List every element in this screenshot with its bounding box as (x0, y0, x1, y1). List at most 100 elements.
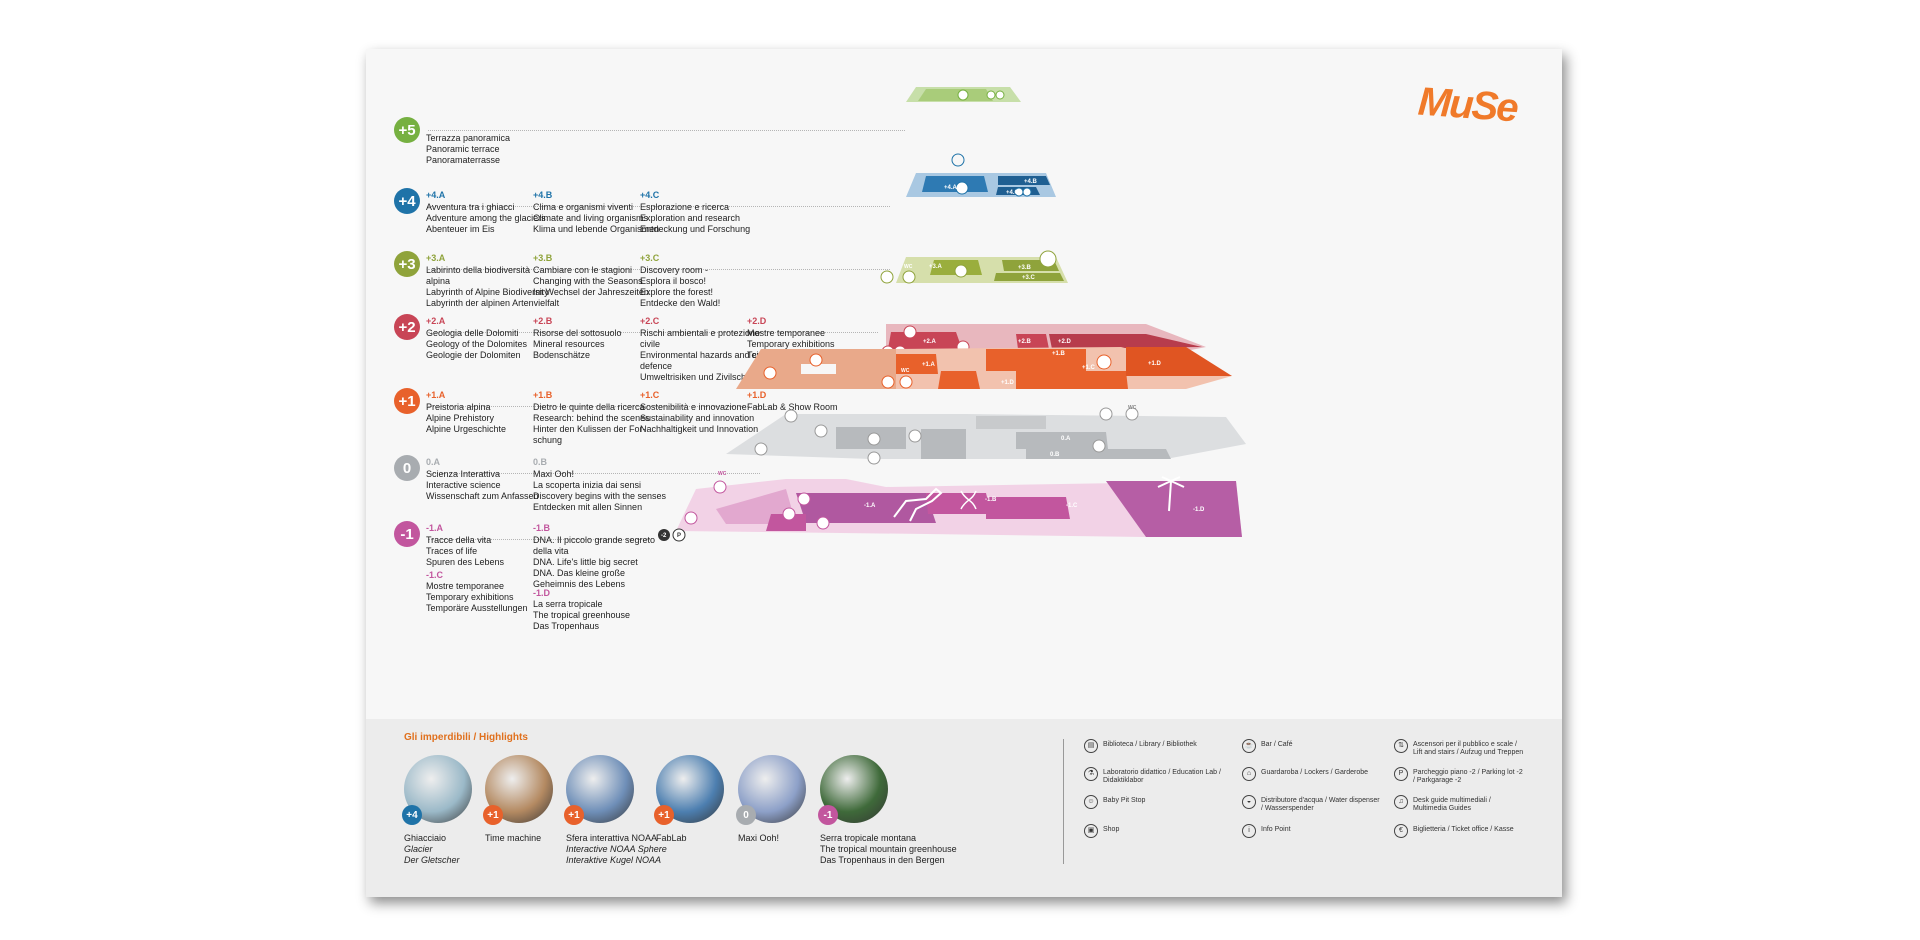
highlight-floor-badge: +1 (483, 805, 503, 825)
section-line: Mostre temporanee (426, 581, 505, 591)
map-label-1a: +1.A (922, 362, 936, 368)
legend-text: Biblioteca / Library / Bibliothek (1103, 741, 1197, 748)
map-label-1d: +1.D (1148, 361, 1162, 367)
floor-plan-p0: 0.A 0.B WC (726, 405, 1246, 465)
map-label-m1d: -1.D (1193, 507, 1205, 513)
floor-leader-line (428, 130, 905, 131)
floor-leader-line (428, 539, 650, 540)
floor-badge: +2 (394, 314, 420, 340)
map-label-parking: P (677, 533, 681, 539)
parking-icon: P (1394, 767, 1408, 781)
map-label-wc1: WC (901, 368, 910, 374)
section-label: +3.B (533, 253, 553, 263)
section-line: Panoramic terrace (426, 144, 500, 154)
section-line: Tracce della vita (426, 535, 492, 545)
highlight-photo: +4 (402, 755, 472, 825)
section-line: DNA. Life's little big secret (533, 557, 638, 567)
section-line: Clima e organismi viventi (533, 202, 634, 212)
section-line: La serra tropicale (533, 599, 603, 609)
map-label-1c: +1.C (1082, 365, 1096, 371)
section-line: Research: behind the scenes (533, 413, 650, 423)
floor-leader-line (428, 269, 890, 270)
floor-badge: +5 (394, 117, 420, 143)
legend-text: Desk guide multimediali / Multimedia Gui… (1413, 797, 1491, 812)
map-label-parking-level: -2 (661, 533, 667, 539)
highlight-caption-line: Glacier (404, 844, 433, 854)
section-line: Bodenschätze (533, 350, 591, 360)
legend-item: €Biglietteria / Ticket office / Kasse (1394, 824, 1524, 838)
section-line: Avventura tra i ghiacci (426, 202, 515, 212)
section-line: Labyrinth of Alpine Biodiversity (426, 287, 549, 297)
section-line: Sustainability and innovation (640, 413, 755, 423)
section-line: Dietro le quinte della ricerca (533, 402, 645, 412)
map-label-3b: +3.B (1018, 265, 1032, 271)
lab-icon: ⚗ (1084, 767, 1098, 781)
section-line: alpina (426, 276, 451, 286)
section-line: Cambiare con le stagioni (533, 265, 633, 275)
floor-leader-line (428, 406, 770, 407)
section-line: La scoperta inizia dai sensi (533, 480, 642, 490)
section-line: Mostre temporanee (747, 328, 826, 338)
section-label: +3.C (640, 253, 660, 263)
legend-text: Info Point (1261, 826, 1291, 833)
section-line: Terrazza panoramica (426, 133, 511, 143)
section-line: Discovery room - (640, 265, 709, 275)
legend-divider (1063, 739, 1064, 864)
highlight-caption-line: FabLab (656, 833, 687, 843)
section-line: defence (640, 361, 673, 371)
floor-leader-line (428, 473, 760, 474)
section-label: 0.A (426, 457, 441, 467)
section-line: Alpine Urgeschichte (426, 424, 507, 434)
floor-plan-p1: WC +1.A +1.B +1.C +1.D +1.D (736, 347, 1232, 389)
highlight-photo: +1 (654, 755, 724, 825)
section-line: Temporary exhibitions (426, 592, 514, 602)
section-line: della vita (533, 546, 569, 556)
section-line: Scienza Interattiva (426, 469, 501, 479)
map-label-m1b: -1.B (985, 497, 997, 503)
palm-tree-icon (1157, 476, 1185, 512)
map-label-3a: +3.A (929, 264, 943, 270)
floor-leader-line (428, 206, 890, 207)
floor-map: +4.A +4.B +4.C WC +3.A +3.B +3.C (658, 87, 1246, 542)
legend-text: Laboratorio didattico / Education Lab / … (1103, 769, 1221, 784)
section-label: +3.A (426, 253, 446, 263)
section-line: Esplora il bosco! (640, 276, 707, 286)
highlight-caption-line: Ghiacciaio (404, 833, 447, 843)
legend-text: Shop (1103, 826, 1120, 833)
section-label: +4.B (533, 190, 553, 200)
section-line: schung (533, 435, 563, 445)
section-line: Hinter den Kulissen der For- (533, 424, 646, 434)
section-label: +1.A (426, 390, 446, 400)
section-line: Geologie der Dolomiten (426, 350, 521, 360)
map-label-4b: +4.B (1024, 179, 1038, 185)
legend-text: Distributore d'acqua / Water dispenser /… (1261, 797, 1380, 812)
legend-item: ☕Bar / Café (1242, 739, 1382, 753)
section-label: +1.C (640, 390, 660, 400)
section-line: Geologia delle Dolomiti (426, 328, 519, 338)
section-line: Climate and living organisms (533, 213, 649, 223)
section-line: Spuren des Lebens (426, 557, 505, 567)
section-line: Rischi ambientali e protezione (640, 328, 761, 338)
dinosaur-icon (893, 487, 943, 522)
floor-badge: +1 (394, 388, 420, 414)
section-line: Interactive science (426, 480, 501, 490)
section-line: Abenteuer im Eis (426, 224, 495, 234)
highlights-title: Gli imperdibili / Highlights (404, 732, 528, 743)
